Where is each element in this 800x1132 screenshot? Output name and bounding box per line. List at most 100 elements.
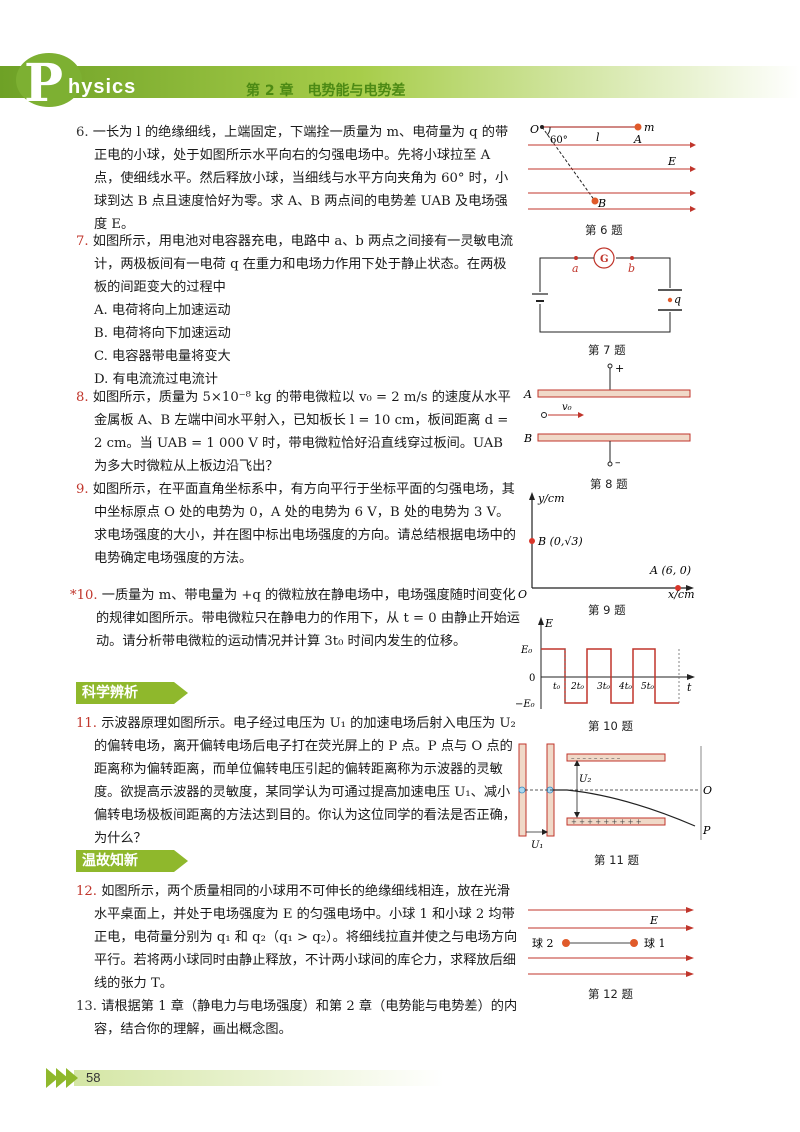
label-l: l (596, 131, 600, 144)
node-a (574, 256, 578, 260)
deflect-plate-bottom (566, 817, 666, 826)
figure-6-caption: 第 6 题 (585, 223, 623, 237)
axis-x-label: x/cm (668, 588, 695, 600)
axis-e-label: E (544, 617, 553, 630)
footer-band (46, 1068, 444, 1088)
option-b: B. 电荷将向下加速运动 (94, 326, 231, 341)
label-q: q (674, 293, 681, 306)
question-11: 11. 示波器原理如图所示。电子经过电压为 U₁ 的加速电场后射入电压为 U₂ … (76, 712, 518, 850)
figure-12-caption: 第 12 题 (588, 987, 633, 1001)
charge-q (667, 297, 673, 303)
question-text: 示波器原理如图所示。电子经过电压为 U₁ 的加速电场后射入电压为 U₂ 的偏转电… (94, 716, 516, 846)
angle-arc (546, 126, 551, 136)
logo-swoosh (16, 53, 82, 107)
label-p: P (702, 824, 711, 837)
label-ball1: 球 1 (644, 936, 666, 950)
question-number: 8. (76, 390, 89, 405)
label-a: A (6, 0) (649, 564, 691, 577)
label-e0: E₀ (520, 645, 532, 656)
label-a: A (633, 133, 642, 146)
plate-b (537, 433, 691, 442)
brand-letter: P (24, 53, 64, 114)
label-angle: 60° (550, 135, 568, 146)
figure-6: O 60° l A m E B (528, 121, 696, 212)
page-number: 58 (86, 1070, 101, 1085)
figure-9-caption: 第 9 题 (588, 603, 626, 617)
label-g: G (600, 254, 609, 265)
tick-t3: 3t₀ (597, 682, 610, 692)
label-o: O (703, 784, 712, 797)
figure-7-caption: 第 7 题 (588, 343, 626, 357)
label-o: O (530, 123, 539, 136)
question-9: 9. 如图所示，在平面直角坐标系中，有方向平行于坐标平面的匀强电场，其中坐标原点… (76, 478, 518, 570)
figure-11-caption: 第 11 题 (594, 853, 639, 867)
label-plus: + (615, 362, 624, 375)
brand-text: hysics (68, 76, 137, 98)
tick-t4: 4t₀ (618, 682, 632, 692)
figure-7: G a b q (532, 247, 682, 333)
svg-text:+ + + + + + + + +: + + + + + + + + + (571, 818, 642, 826)
header-band (0, 66, 800, 98)
question-text: 一长为 l 的绝缘细线，上端固定，下端拴一质量为 m、电荷量为 q 的带正电的小… (92, 125, 509, 232)
field-waveform (541, 648, 679, 704)
question-text: 如图所示，两个质量相同的小球用不可伸长的绝缘细线相连，放在光滑水平桌面上，并处于… (94, 884, 518, 991)
section-title-science: 科学辨析 (76, 682, 188, 704)
label-u1: U₁ (531, 840, 543, 850)
label-origin: O (518, 588, 527, 600)
particle (541, 412, 547, 418)
label-neg-e0: −E₀ (515, 699, 535, 710)
ball-b (591, 197, 599, 205)
svg-text:– – – – – – – – –: – – – – – – – – – (571, 754, 621, 762)
point-a (675, 585, 681, 591)
question-6: 6. 一长为 l 的绝缘细线，上端固定，下端拴一质量为 m、电荷量为 q 的带正… (76, 121, 518, 236)
question-10: *10. 一质量为 m、带电量为 +q 的微粒放在静电场中，电场强度随时间变化的… (70, 584, 528, 653)
node-b (630, 256, 634, 260)
label-b: b (628, 262, 635, 275)
label-b: B (0,√3) (537, 535, 583, 548)
label-b: B (523, 432, 532, 445)
figure-10: E E₀ 0 −E₀ t t₀ 2t₀ 3t₀ 4t₀ 5t₀ (515, 617, 695, 710)
deflect-plate-top (566, 753, 666, 762)
label-m: m (644, 121, 654, 134)
figure-10-caption: 第 10 题 (588, 719, 633, 733)
question-text: 一质量为 m、带电量为 +q 的微粒放在静电场中，电场强度随时间变化的规律如图所… (96, 588, 520, 649)
option-d: D. 有电流流过电流计 (94, 372, 218, 387)
option-c: C. 电容器带电量将变大 (94, 349, 231, 364)
label-ball2: 球 2 (532, 936, 554, 950)
question-number: 9. (76, 482, 89, 497)
question-number: 11. (76, 716, 97, 731)
question-7: 7. 如图所示，用电池对电容器充电，电路中 a、b 两点之间接有一灵敏电流计，两… (76, 230, 518, 391)
section-title-review: 温故知新 (76, 850, 188, 872)
tick-t1: t₀ (553, 682, 561, 692)
axis-t-label: t (687, 681, 692, 694)
question-number: 7. (76, 234, 89, 249)
question-8: 8. 如图所示，质量为 5×10⁻⁸ kg 的带电微粒以 v₀ = 2 m/s … (76, 386, 518, 478)
tick-t5: 5t₀ (641, 682, 654, 692)
figure-12: E 球 2 球 1 (528, 907, 694, 977)
ball-2 (562, 939, 570, 947)
question-number: *10. (70, 588, 98, 603)
axis-y-label: y/cm (537, 492, 565, 505)
electron-path (553, 789, 696, 827)
question-text: 如图所示，用电池对电容器充电，电路中 a、b 两点之间接有一灵敏电流计，两极板间… (92, 234, 514, 295)
point-b (529, 538, 535, 544)
label-u2: U₂ (579, 774, 591, 785)
label-a: a (572, 262, 579, 275)
pivot-point (540, 125, 544, 129)
option-a: A. 电荷将向上加速运动 (94, 303, 231, 318)
question-text: 如图所示，质量为 5×10⁻⁸ kg 的带电微粒以 v₀ = 2 m/s 的速度… (92, 390, 511, 474)
question-text: 如图所示，在平面直角坐标系中，有方向平行于坐标平面的匀强电场，其中坐标原点 O … (92, 482, 516, 566)
figure-8: + – A B v₀ (523, 362, 691, 469)
string-dashed (541, 126, 596, 202)
ball-1 (630, 939, 638, 947)
label-e: E (649, 914, 658, 927)
label-a: A (523, 388, 532, 401)
question-number: 6. (76, 125, 89, 140)
chapter-title: 第 2 章 电势能与电势差 (246, 83, 406, 99)
question-number: 13. (76, 999, 97, 1014)
question-12: 12. 如图所示，两个质量相同的小球用不可伸长的绝缘细线相连，放在光滑水平桌面上… (76, 880, 518, 995)
question-13: 13. 请根据第 1 章（静电力与电场强度）和第 2 章（电势能与电势差）的内容… (76, 995, 518, 1041)
question-number: 12. (76, 884, 97, 899)
label-e: E (667, 155, 676, 168)
plate-a (537, 389, 691, 398)
